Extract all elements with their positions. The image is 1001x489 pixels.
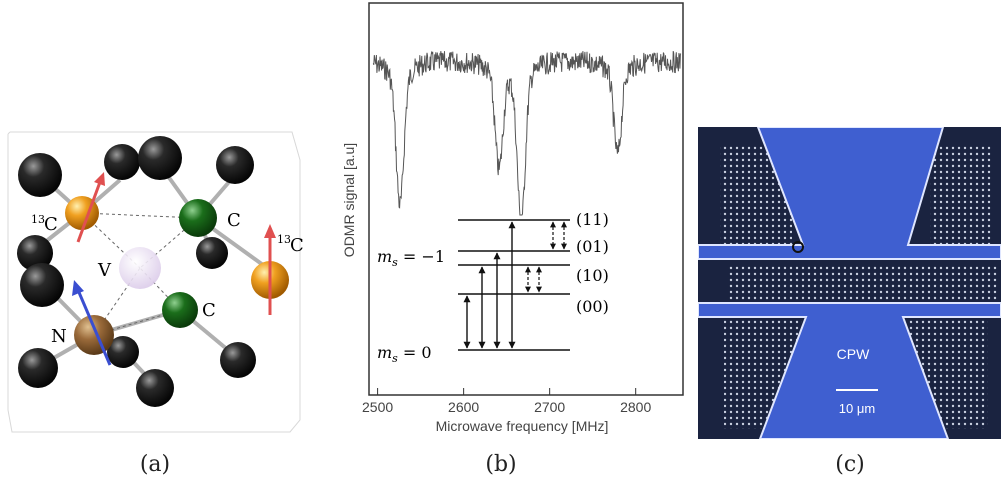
x-tick-label: 2800 bbox=[620, 399, 651, 415]
panel-c-micrograph: CPW 10 μm bbox=[697, 126, 1001, 440]
label-c13-right: C bbox=[290, 235, 304, 256]
dot-array-top-right bbox=[930, 145, 992, 245]
spin-arrows bbox=[72, 172, 276, 366]
odmr-trace bbox=[372, 50, 682, 216]
carbon-lower-green bbox=[162, 292, 198, 328]
unit-cell-outline bbox=[7, 131, 301, 433]
vacancy-site bbox=[119, 247, 161, 289]
y-axis-label: ODMR signal [a.u] bbox=[341, 143, 357, 257]
label-level-10: (10) bbox=[576, 266, 609, 285]
dot-array-center-strip bbox=[728, 265, 998, 301]
label-c13-right-mass: 13 bbox=[277, 233, 291, 246]
nv-center-diagram: 13 C C 13 C V N C bbox=[7, 131, 304, 433]
cpw-upper-conductor bbox=[697, 126, 1001, 260]
caption-c: (c) bbox=[835, 452, 865, 477]
carbon-upper-green bbox=[179, 199, 217, 237]
label-c-lower: C bbox=[202, 300, 216, 321]
spin-blue-arrow-icon bbox=[72, 280, 84, 296]
nitrogen-atom bbox=[74, 315, 114, 355]
caption-a: (a) bbox=[139, 452, 171, 477]
spin-red-arrow-icon bbox=[264, 224, 276, 238]
carbon-atoms bbox=[17, 136, 256, 407]
spin-red-arrow-icon bbox=[94, 172, 105, 186]
caption-b: (b) bbox=[485, 452, 517, 477]
nuclear-transition-arrows bbox=[525, 221, 567, 293]
panel-a-nv-structure: 13 C C 13 C V N C bbox=[0, 120, 320, 440]
x-axis-label: Microwave frequency [MHz] bbox=[436, 418, 609, 434]
scale-bar-label: 10 μm bbox=[839, 401, 875, 416]
cpw-label: CPW bbox=[837, 346, 870, 362]
x-tick-label: 2600 bbox=[448, 399, 479, 415]
x-tick-label: 2500 bbox=[362, 399, 393, 415]
label-level-11: (11) bbox=[576, 210, 609, 229]
label-ms-0: ms = 0 bbox=[377, 343, 432, 365]
cpw-micrograph: CPW 10 μm bbox=[697, 126, 1001, 440]
marker-circle bbox=[792, 241, 804, 253]
x-axis-ticks: 2500 2600 2700 2800 bbox=[362, 388, 651, 415]
transition-arrows bbox=[463, 221, 516, 349]
label-vacancy: V bbox=[97, 260, 112, 281]
plot-frame bbox=[368, 2, 684, 396]
label-c-upper: C bbox=[227, 210, 241, 231]
label-level-00: (00) bbox=[576, 297, 609, 316]
label-level-01: (01) bbox=[576, 237, 609, 256]
label-c13-left-mass: 13 bbox=[31, 213, 45, 226]
label-c13-left: C bbox=[44, 214, 58, 235]
label-ms-minus1: ms = −1 bbox=[377, 247, 445, 269]
label-nitrogen: N bbox=[51, 326, 67, 347]
x-tick-label: 2700 bbox=[534, 399, 565, 415]
